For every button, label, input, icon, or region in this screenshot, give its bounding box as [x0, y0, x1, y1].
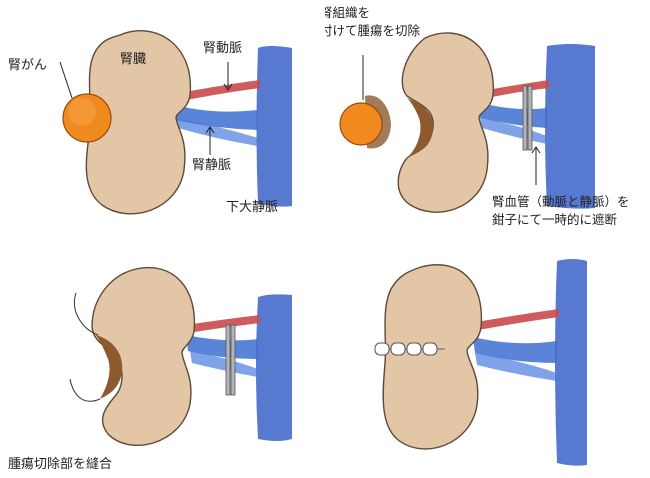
arrow-renal-vein [205, 126, 215, 134]
kidney-shape [85, 30, 192, 215]
renal-artery-shape [471, 309, 559, 331]
suture-thread-top [74, 292, 99, 336]
kidney-shape [382, 264, 483, 450]
ivc-shape [256, 294, 292, 441]
renal-artery-shape [186, 315, 260, 333]
tumor-highlight [68, 98, 96, 126]
illustration-suture [69, 266, 292, 447]
label-kidney-cancer: 腎がん [8, 58, 48, 73]
kidney-shape [91, 266, 196, 447]
suture-line [374, 342, 445, 356]
illustration-sutured-kidney [374, 259, 587, 466]
ivc-shape [545, 44, 595, 209]
renal-vein-shape [186, 335, 258, 359]
excised-tumor [339, 102, 383, 146]
panel-suture: 腫瘍切除部を縫合 [0, 239, 325, 478]
caption-excision-line1: 正常腎組織を [325, 5, 371, 20]
arrow-renal-artery [223, 83, 233, 91]
suture-stitch [406, 342, 422, 356]
clamp-bar-right [230, 324, 236, 396]
arrow-clamp [531, 146, 541, 154]
illustration-kidney-tumor [59, 30, 292, 215]
clamp-bar-left [225, 324, 231, 396]
renal-artery-shape [170, 80, 260, 103]
suture-thread-bottom [69, 378, 101, 402]
cut-cavity [96, 335, 123, 399]
panel-tumor-excision: 正常腎組織を 少し付けて腫瘍を切除 腎血管（動脈と静脈）を 鉗子にて一時的に遮断 [325, 0, 650, 239]
renal-vein-branch [475, 353, 557, 381]
caption-excision: 正常腎組織を 少し付けて腫瘍を切除 [325, 4, 420, 40]
renal-vein-branch [176, 118, 258, 146]
label-kidney: 腎臓 [120, 52, 147, 67]
cut-cavity [407, 98, 434, 158]
illustration-tumor-excision [339, 32, 595, 213]
suture-stitch [374, 342, 390, 356]
renal-vein-branch [190, 351, 258, 377]
caption-clamp-line1: 腎血管（動脈と静脈）を [492, 194, 630, 209]
kidney-shape [397, 32, 494, 213]
suture-stitch [422, 342, 438, 356]
suture-stitch [390, 342, 406, 356]
caption-excision-line2: 少し付けて腫瘍を切除 [325, 23, 421, 38]
label-renal-vein: 腎静脈 [192, 158, 232, 173]
label-renal-artery: 腎動脈 [203, 41, 243, 56]
ivc-shape [256, 46, 292, 207]
leader-kidney-cancer [59, 61, 73, 99]
clamp-bar-left [522, 85, 528, 151]
panel-sutured-kidney [325, 239, 650, 478]
caption-suture: 腫瘍切除部を縫合 [8, 457, 113, 472]
label-ivc: 下大静脈 [226, 200, 279, 215]
clamp-bar-right [527, 85, 533, 151]
panel-kidney-with-tumor: 腎臓 腎動脈 腎がん 腎静脈 下大静脈 [0, 0, 325, 239]
caption-clamp: 腎血管（動脈と静脈）を 鉗子にて一時的に遮断 [492, 193, 630, 229]
caption-clamp-line2: 鉗子にて一時的に遮断 [492, 212, 618, 227]
ivc-shape [555, 259, 587, 466]
